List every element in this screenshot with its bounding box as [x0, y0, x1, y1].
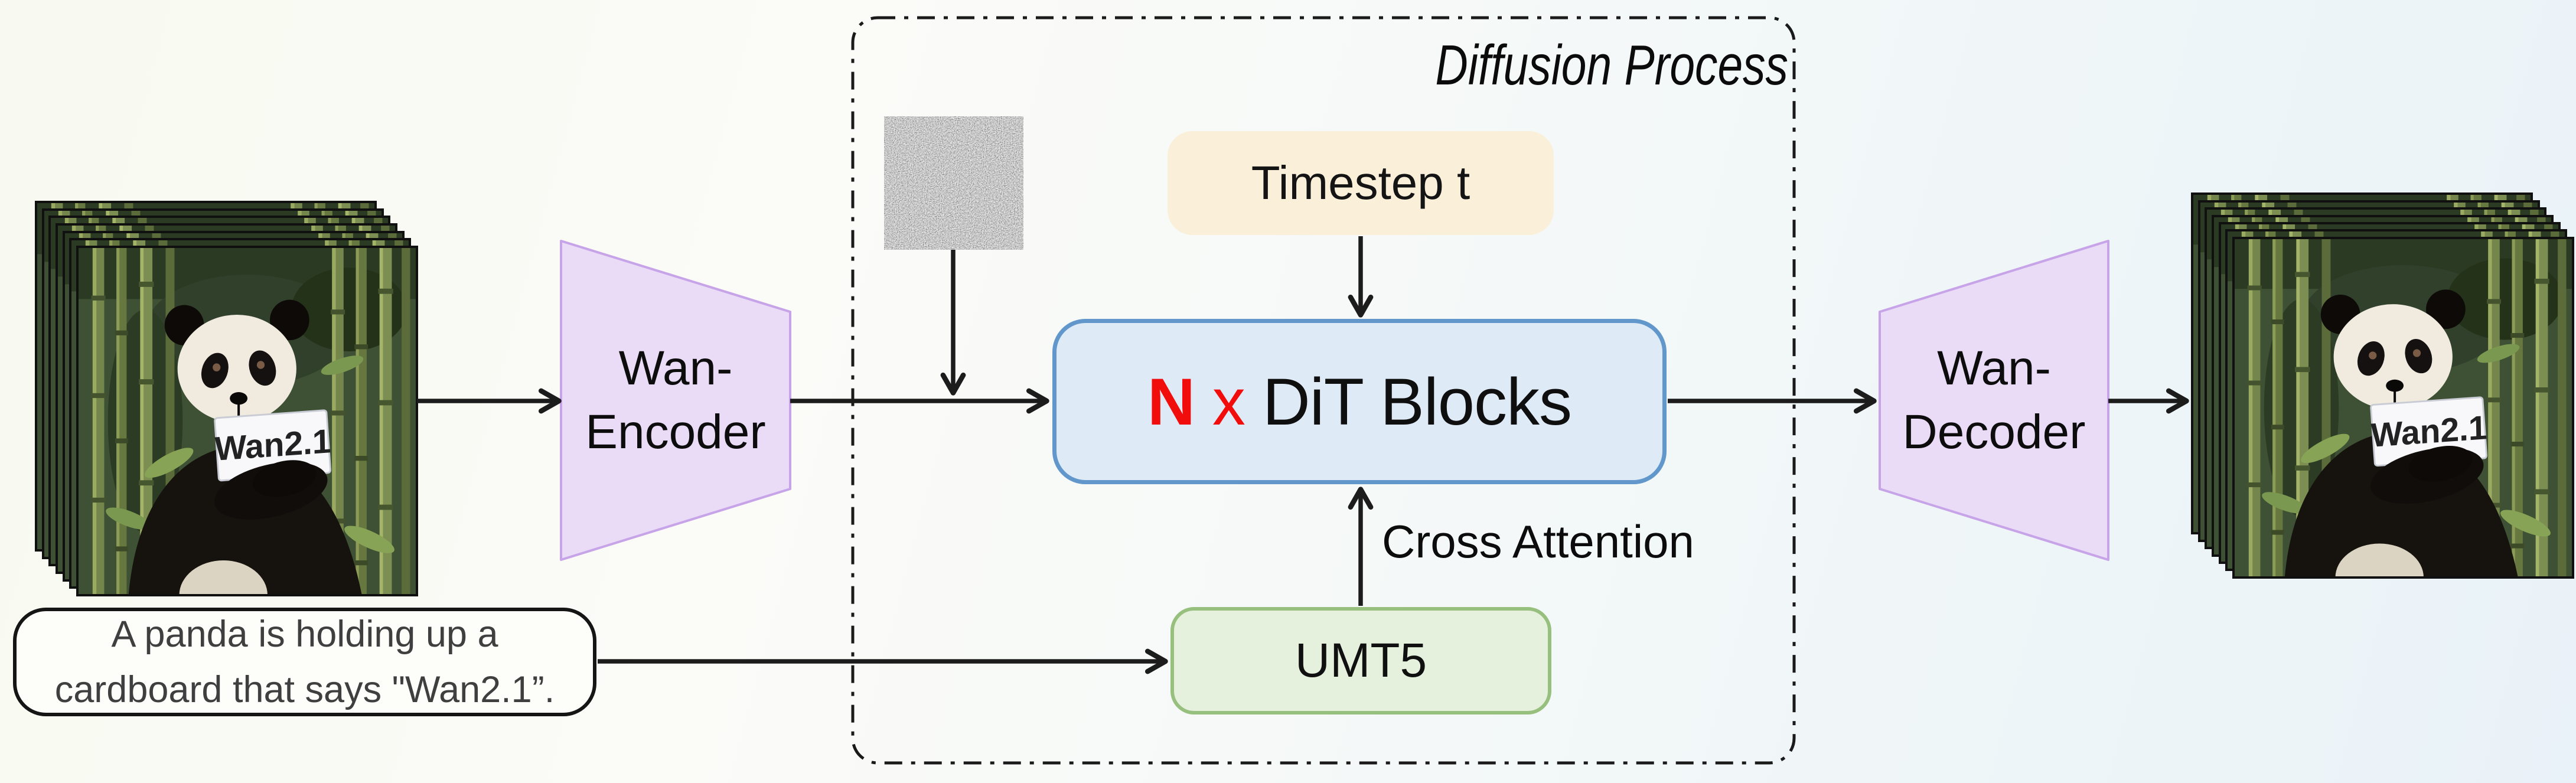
wan-encoder-shape	[560, 240, 791, 561]
wan-encoder-label: Wan- Encoder	[585, 341, 766, 459]
wan-decoder-shape	[1879, 240, 2109, 561]
video-frame	[76, 246, 418, 596]
input-video-stack	[35, 201, 418, 596]
umt5-label: UMT5	[1294, 634, 1427, 687]
noise-latent-image	[884, 116, 1023, 250]
diffusion-process-title: Diffusion Process	[1435, 34, 1788, 97]
wan-decoder-label: Wan- Decoder	[1902, 341, 2086, 459]
output-video-stack	[2191, 193, 2574, 579]
prompt-text-box: A panda is holding up a cardboard that s…	[13, 608, 596, 716]
cross-attention-label: Cross Attention	[1382, 516, 1694, 567]
video-frame	[2232, 237, 2574, 579]
umt5-box: UMT5	[1170, 607, 1551, 715]
prompt-line-2: cardboard that says "Wan2.1”.	[54, 669, 555, 710]
diffusion-process-box	[851, 16, 1796, 765]
input-panda-sign-text: Wan2.1	[214, 422, 332, 468]
timestep-label: Timestep t	[1251, 156, 1470, 209]
timestep-box: Timestep t	[1168, 131, 1554, 235]
prompt-line-1: A panda is holding up a	[111, 613, 498, 655]
dit-n: N	[1147, 364, 1195, 439]
dit-times: x	[1212, 364, 1245, 439]
output-panda-sign-text: Wan2.1	[2370, 409, 2488, 455]
dit-label-text: DiT Blocks	[1262, 364, 1572, 439]
